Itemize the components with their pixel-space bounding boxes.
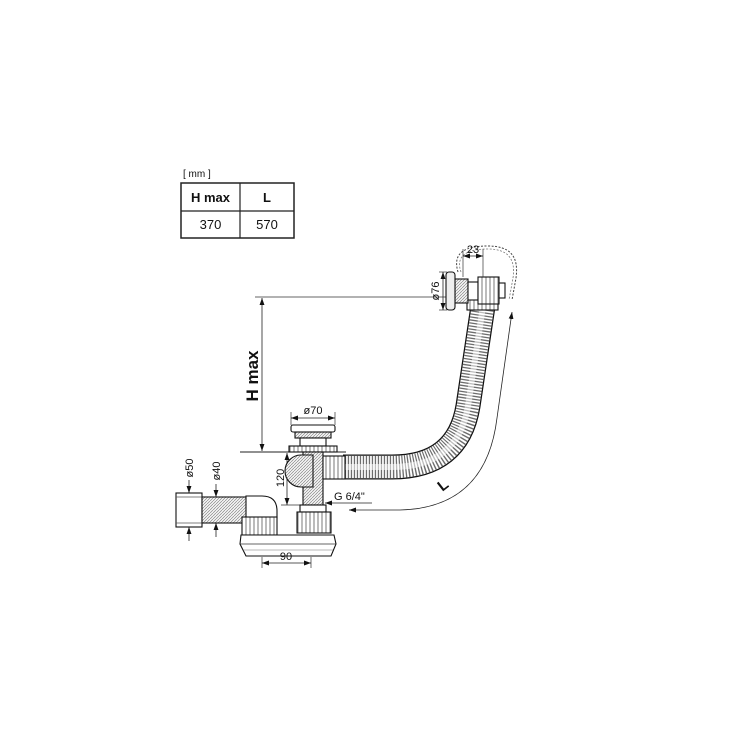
waste-trap-nut	[296, 511, 332, 534]
waste-height-label: 120	[275, 469, 287, 487]
plug-diameter-label: ø70	[304, 405, 323, 417]
outlet-nut	[241, 516, 278, 536]
table-cell-l-value: 570	[256, 217, 278, 232]
overflow-end-cap	[498, 282, 506, 299]
overflow-cover-plate	[445, 271, 456, 311]
bowden-cable-sleeve	[459, 248, 514, 301]
plug-diameter-dimension: ø70	[290, 405, 336, 425]
overflow-assembly	[445, 245, 518, 311]
overflow-offset-dimension: 23	[462, 244, 484, 277]
outlet-adaptor	[175, 492, 203, 528]
length-label: L	[434, 476, 452, 495]
thread-label: G 6/4"	[334, 491, 365, 503]
hose-tee-connector	[322, 455, 346, 480]
trap-offset-dimension: 90	[261, 551, 312, 568]
overflow-nut	[477, 276, 500, 305]
length-dimension-curve	[349, 311, 514, 513]
table-header-l: L	[263, 190, 271, 205]
outlet-elbow	[245, 495, 278, 519]
overflow-diameter-dimension: ø76	[430, 271, 447, 311]
table-cell-hmax-value: 370	[200, 217, 222, 232]
overflow-ring	[467, 281, 479, 301]
waste-lower-collar	[299, 504, 327, 513]
bowden-cable	[456, 245, 518, 301]
overflow-diameter-label: ø76	[430, 282, 442, 301]
plug-ring	[294, 431, 332, 439]
waste-flange	[288, 445, 338, 453]
trap-offset-label: 90	[280, 551, 292, 563]
outlet-diameter-dimensions: ø50 ø40	[184, 459, 223, 541]
units-label: [ mm ]	[183, 169, 211, 180]
offset-label: 23	[467, 244, 479, 256]
flexible-hose	[343, 304, 496, 480]
plug-stem	[299, 437, 327, 447]
outer-diameter-label: ø50	[184, 459, 196, 478]
waste-assembly	[284, 424, 346, 534]
dimension-table: H max L 370 570	[180, 182, 295, 239]
table-header-hmax: H max	[191, 190, 231, 205]
hmax-dimension: H max	[240, 296, 446, 453]
cable-actuator-knob	[284, 454, 314, 488]
thread-callout: G 6/4"	[325, 491, 372, 506]
hmax-label: H max	[243, 350, 262, 402]
overflow-body	[454, 278, 469, 304]
plug-cap	[290, 424, 336, 433]
inner-diameter-label: ø40	[211, 462, 223, 481]
